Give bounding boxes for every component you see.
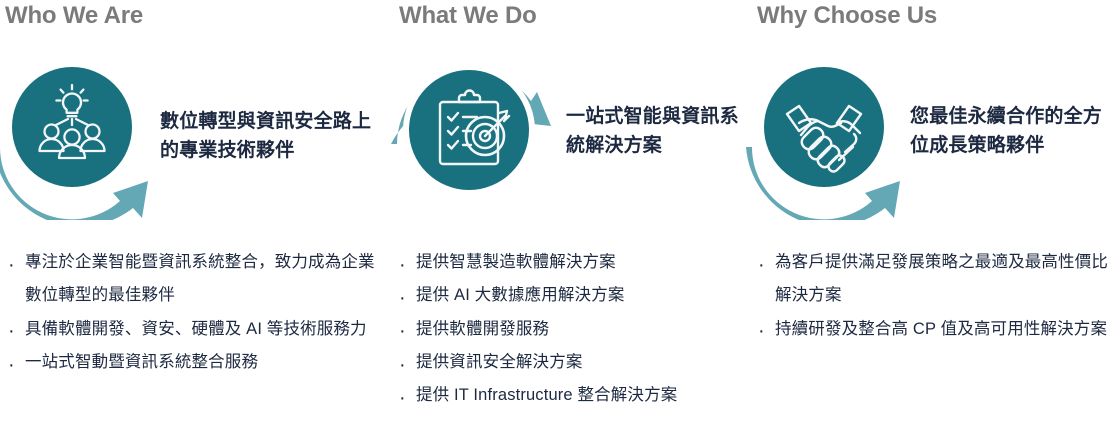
section-heading-what-we-do: What We Do [399,2,537,29]
clipboard-target-icon [438,89,511,166]
bullet-list-why-choose-us: 為客戶提供滿足發展策略之最適及最高性價比解決方案 持續研發及整合高 CP 值及高… [754,245,1110,352]
list-item: 提供軟體開發服務 [395,311,743,352]
column-who-we-are: Who We Are [0,0,378,421]
section-heading-who-we-are: Who We Are [5,2,144,29]
section-heading-why-choose-us: Why Choose Us [757,2,938,29]
list-item: 具備軟體開發、資安、硬體及 AI 等技術服務力 [4,311,376,352]
headline-what-we-do: 一站式智能與資訊系統解決方案 [566,106,739,156]
bullet-list-who-we-are: 專注於企業智能暨資訊系統整合，致力成為企業數位轉型的最佳夥伴 具備軟體開發、資安… [4,245,376,386]
headline-why-choose-us: 您最佳永續合作的全方位成長策略夥伴 [910,106,1103,156]
list-item: 一站式智動暨資訊系統整合服務 [4,345,376,386]
list-item: 提供 AI 大數據應用解決方案 [395,278,743,319]
people-idea-icon [38,83,106,160]
list-item: 持續研發及整合高 CP 值及高可用性解決方案 [754,311,1110,352]
list-item: 提供智慧製造軟體解決方案 [395,245,743,286]
bullet-list-what-we-do: 提供智慧製造軟體解決方案 提供 AI 大數據應用解決方案 提供軟體開發服務 提供… [395,245,743,419]
handshake-icon [785,104,863,173]
column-what-we-do: What We Do [383,0,741,421]
icon-circle [12,67,132,187]
list-item: 提供 IT Infrastructure 整合解決方案 [395,378,743,419]
badge-who-we-are [0,55,182,220]
list-item: 專注於企業智能暨資訊系統整合，致力成為企業數位轉型的最佳夥伴 [4,245,376,313]
badge-why-choose-us [744,55,934,220]
list-item: 提供資訊安全解決方案 [395,345,743,386]
column-why-choose-us: Why Choose Us [746,0,1113,421]
badge-what-we-do [391,48,581,213]
headline-who-we-are: 數位轉型與資訊安全路上的專業技術夥伴 [160,111,372,161]
list-item: 為客戶提供滿足發展策略之最適及最高性價比解決方案 [754,245,1110,313]
icon-circle [764,67,884,187]
